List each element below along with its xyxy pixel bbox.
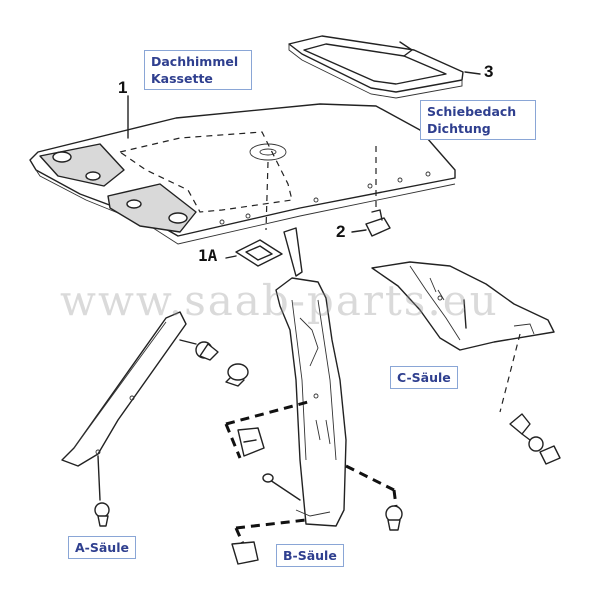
- b-pillar-clips[interactable]: [224, 400, 403, 565]
- c-pillar-part[interactable]: [371, 261, 555, 351]
- a-pillar-clips[interactable]: [179, 339, 249, 387]
- a-pillar-part[interactable]: [61, 311, 187, 527]
- sunroof-seal-part[interactable]: [288, 35, 464, 99]
- leader-2: [351, 229, 367, 233]
- a-pillar-label[interactable]: A-Säule: [68, 536, 136, 559]
- b-pillar-part[interactable]: [275, 227, 347, 527]
- sunroof-seal-label[interactable]: Schiebedach Dichtung: [420, 100, 536, 140]
- headliner-label[interactable]: Dachhimmel Kassette: [144, 50, 252, 90]
- callout-3: 3: [484, 62, 494, 81]
- clip-part[interactable]: [365, 209, 391, 237]
- callout-1a: 1A: [198, 246, 218, 265]
- leader-1a: [225, 255, 237, 259]
- lamp-bracket-part[interactable]: [235, 239, 283, 267]
- leader-1a-dash: [265, 161, 269, 231]
- headliner-part[interactable]: [29, 103, 456, 245]
- c-pillar-clips[interactable]: [499, 333, 561, 465]
- callout-2: 2: [336, 222, 346, 241]
- callout-1: 1: [118, 78, 128, 97]
- c-pillar-label[interactable]: C-Säule: [390, 366, 458, 389]
- b-pillar-label[interactable]: B-Säule: [276, 544, 344, 567]
- leader-3: [464, 71, 481, 75]
- watermark: www.saab-parts.eu: [60, 276, 499, 325]
